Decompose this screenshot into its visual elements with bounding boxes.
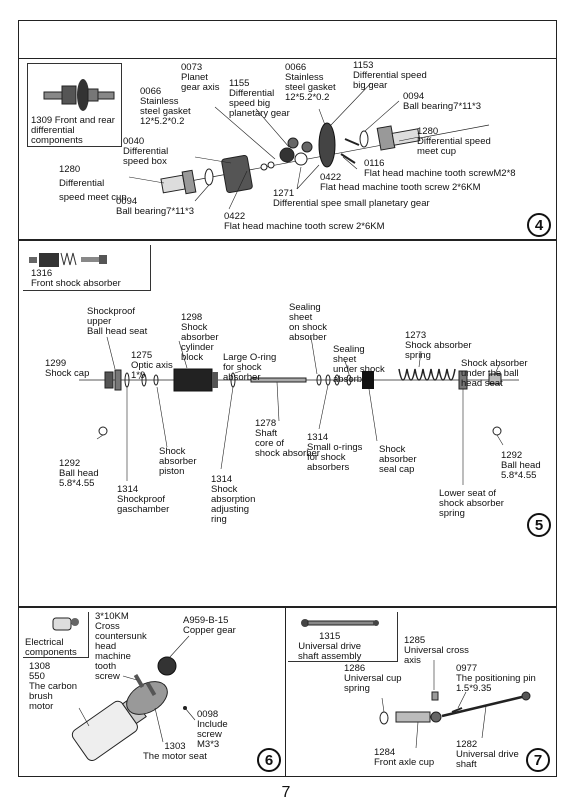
label-1275: 1275 Optic axis 1*9 xyxy=(131,350,173,381)
motor-thumbnail-icon xyxy=(52,617,79,631)
tab-label: 1316 Front shock absorber xyxy=(31,268,121,289)
label-under-ball-seat: Shock absorber under the ball head seat xyxy=(461,358,528,389)
motor-exploded-drawing xyxy=(71,635,196,761)
label-lower-seat: Lower seat of shock absorber spring xyxy=(439,488,504,519)
label-1286-spring: 1286 Universal cup spring xyxy=(344,663,402,694)
tab-label: 1309 Front and rear differential compone… xyxy=(31,115,115,146)
label-piston: Shock absorber piston xyxy=(159,446,197,477)
label-0066-left: 0066 Stainless steel gasket 12*5.2*0.2 xyxy=(140,86,191,127)
label-0040: 0040 Differential speed box xyxy=(123,136,169,167)
panel-differential: 1309 Front and rear differential compone… xyxy=(18,58,557,240)
label-1308-motor: 1308 550 The carbon brush motor xyxy=(29,661,78,712)
tab-label: Electrical components xyxy=(25,637,77,658)
label-0066-right: 0066 Stainless steel gasket 12*5.2*0.2 xyxy=(285,62,336,103)
label-0977-pin: 0977 The positioning pin 1.5*9.35 xyxy=(456,663,536,694)
label-0098: 0098 Include screw M3*3 xyxy=(197,709,228,750)
panel-drive-shaft: 1315 Universal drive shaft assembly 1285… xyxy=(286,607,557,777)
shaft-exploded-drawing xyxy=(379,660,531,749)
label-0094-left: 0094 Ball bearing7*11*3 xyxy=(116,196,194,217)
label-seal-cap: Shock absorber seal cap xyxy=(379,444,417,475)
label-1280-right: 1280 Differential speed meet cup xyxy=(417,126,491,157)
section-number-4: 4 xyxy=(527,213,551,237)
label-1292-right: 1292 Ball head 5.8*4.55 xyxy=(501,450,541,481)
label-1314-gaschamber: 1314 Shockproof gaschamber xyxy=(117,484,170,515)
label-1299: 1299 Shock cap xyxy=(45,358,90,379)
label-countersunk-screw: 3*10KM Cross countersunk head machine to… xyxy=(95,611,147,682)
label-1153: 1153 Differential speed big gear xyxy=(353,60,427,91)
label-1271: 1271 Differential spee small planetary g… xyxy=(273,188,430,209)
shock-exploded-drawing xyxy=(79,336,519,485)
page-number: 7 xyxy=(281,784,291,801)
tab-label: 1315 Universal drive shaft assembly xyxy=(298,631,362,662)
tab-universal-drive-shaft: 1315 Universal drive shaft assembly xyxy=(288,612,398,662)
label-1155: 1155 Differential speed big planetary ge… xyxy=(229,78,290,119)
section-number-7: 7 xyxy=(526,748,550,772)
label-0073: 0073 Planet gear axis xyxy=(181,62,220,93)
label-1273: 1273 Shock absorber spring xyxy=(405,330,472,361)
panel-shock-absorber: 1316 Front shock absorber xyxy=(18,240,557,607)
label-1284-front-cup: 1284 Front axle cup xyxy=(374,747,435,768)
label-1314-adjusting-ring: 1314 Shock absorption adjusting ring xyxy=(211,474,256,525)
shock-thumbnail-icon xyxy=(29,252,107,267)
label-1303-seat: 1303 The motor seat xyxy=(143,741,207,762)
panel-electrical: Electrical components 3*10KM Cross count… xyxy=(18,607,286,777)
tab-electrical-components: Electrical components xyxy=(23,612,89,658)
tab-front-shock-absorber: 1316 Front shock absorber xyxy=(23,245,151,291)
label-sealing-under: Sealing sheet under shock absorber xyxy=(333,344,385,385)
label-0094-right: 0094 Ball bearing7*11*3 xyxy=(403,91,481,112)
label-0422-right: 0422 Flat head machine tooth screw 2*6KM xyxy=(320,172,481,193)
label-copper-gear: A959-B-15 Copper gear xyxy=(183,615,236,636)
label-0422-bottom: 0422 Flat head machine tooth screw 2*6KM xyxy=(224,211,385,232)
section-number-6: 6 xyxy=(257,748,281,772)
label-shockproof-upper: Shockproof upper Ball head seat xyxy=(87,306,148,337)
tab-differential-components: 1309 Front and rear differential compone… xyxy=(27,63,122,147)
differential-exploded-drawing xyxy=(128,82,490,210)
shaft-thumbnail-icon xyxy=(301,619,379,627)
label-1278: 1278 Shaft core of shock absorber xyxy=(255,418,320,459)
label-1292-left: 1292 Ball head 5.8*4.55 xyxy=(59,458,99,489)
label-0116: 0116 Flat head machine tooth screwM2*8 xyxy=(364,158,516,179)
label-1285-cross: 1285 Universal cross axis xyxy=(404,635,469,666)
label-1298: 1298 Shock absorber cylinder block xyxy=(181,312,219,363)
label-1314-small-orings: 1314 Small o-rings for shock absorbers xyxy=(307,432,363,473)
section-number-5: 5 xyxy=(527,513,551,537)
label-sealing-on: Sealing sheet on shock absorber xyxy=(289,302,328,343)
differential-thumbnail-icon xyxy=(43,79,115,111)
label-1282-shaft: 1282 Universal drive shaft xyxy=(456,739,519,770)
label-1280-left: 1280 Differential speed meet cup xyxy=(59,164,127,203)
label-large-oring: Large O-ring for shock absorber xyxy=(223,352,277,383)
